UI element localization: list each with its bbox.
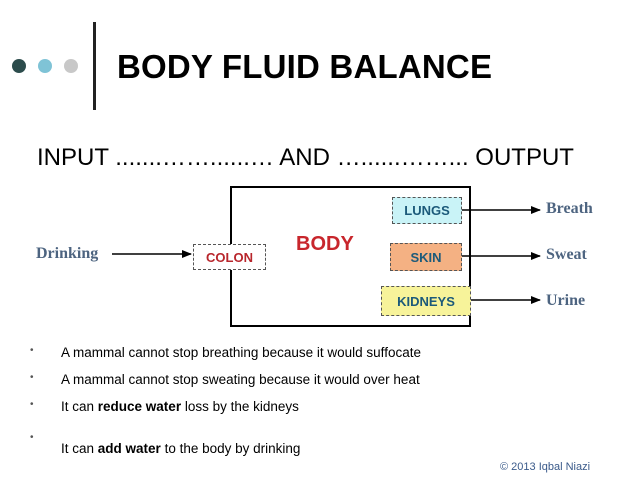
bullet-text-pre: It can	[61, 441, 98, 456]
organ-lungs: LUNGS	[392, 197, 462, 224]
bullet-text: It can reduce water loss by the kidneys	[61, 399, 299, 414]
title-divider	[93, 22, 96, 110]
bullet-text: A mammal cannot stop sweating because it…	[61, 372, 420, 387]
bullet-text-pre: A mammal cannot stop sweating because it…	[61, 372, 420, 387]
slide-title: BODY FLUID BALANCE	[117, 48, 493, 85]
bullet-text-pre: A mammal cannot stop breathing because i…	[61, 345, 421, 360]
output-breath-label: Breath	[546, 200, 593, 217]
bullet-text: A mammal cannot stop breathing because i…	[61, 345, 421, 360]
bullet-text-bold: reduce water	[97, 399, 182, 414]
bullet-text-pre: It can	[61, 399, 98, 414]
input-drinking-label: Drinking	[36, 245, 99, 262]
copyright-text: © 2013 Iqbal Niazi	[500, 461, 591, 473]
bullet-mark: •	[30, 345, 34, 356]
output-sweat-label: Sweat	[546, 246, 587, 263]
body-label: BODY	[296, 233, 354, 255]
decor-dot-blue	[38, 59, 52, 73]
decor-dot-dark	[12, 59, 26, 73]
organ-colon: COLON	[193, 244, 266, 270]
bullet-text-bold: add water	[97, 441, 161, 456]
organ-skin: SKIN	[390, 243, 462, 271]
bullet-mark: •	[30, 372, 34, 383]
output-urine-label: Urine	[546, 292, 586, 309]
bullet-text: It can add water to the body by drinking	[61, 441, 300, 456]
organ-kidneys: KIDNEYS	[381, 286, 471, 316]
bullet-text-post: loss by the kidneys	[181, 399, 299, 414]
bullet-text-post: to the body by drinking	[160, 441, 301, 456]
slide-subtitle: INPUT .......……......… AND …......……... …	[37, 144, 574, 171]
bullet-mark: •	[30, 399, 34, 410]
bullet-mark: •	[30, 432, 34, 443]
decor-dot-gray	[64, 59, 78, 73]
